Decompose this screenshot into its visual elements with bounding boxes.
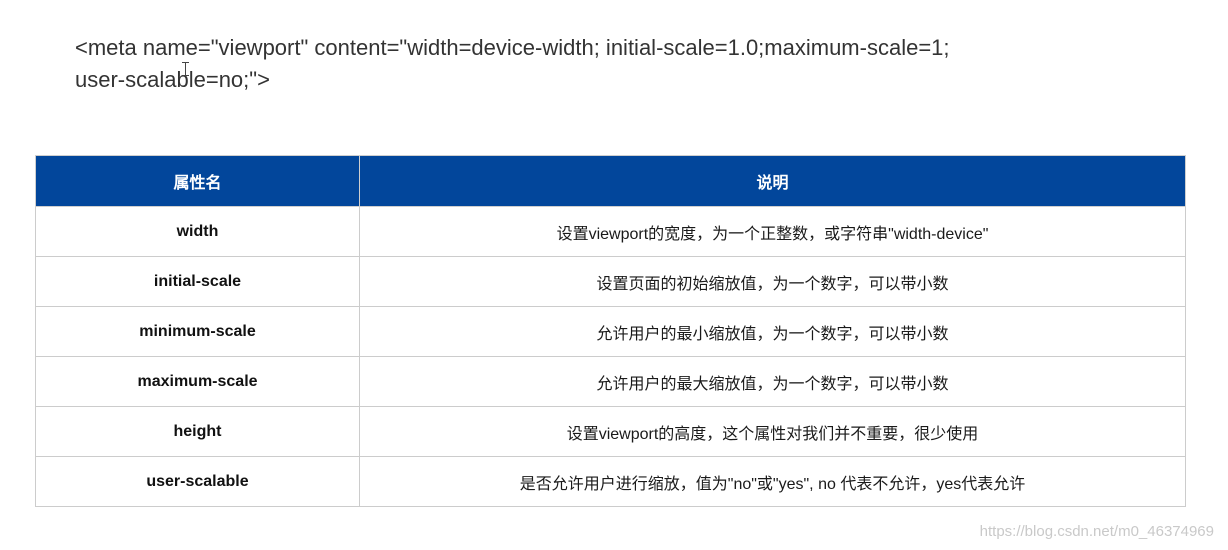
property-desc-cell: 设置页面的初始缩放值，为一个数字，可以带小数	[359, 256, 1186, 307]
table-row: initial-scale 设置页面的初始缩放值，为一个数字，可以带小数	[35, 256, 1186, 307]
viewport-properties-table: 属性名 说明 width 设置viewport的宽度，为一个正整数，或字符串"w…	[35, 155, 1186, 507]
property-name-cell: maximum-scale	[35, 356, 360, 407]
table-row: minimum-scale 允许用户的最小缩放值，为一个数字，可以带小数	[35, 306, 1186, 357]
property-desc-cell: 允许用户的最大缩放值，为一个数字，可以带小数	[359, 356, 1186, 407]
meta-viewport-code: <meta name="viewport" content="width=dev…	[75, 32, 1155, 96]
property-name-cell: initial-scale	[35, 256, 360, 307]
code-line-2: user-scalable=no;">	[75, 67, 270, 92]
code-line-1: <meta name="viewport" content="width=dev…	[75, 35, 950, 60]
property-name-cell: width	[35, 206, 360, 257]
watermark: https://blog.csdn.net/m0_46374969	[979, 523, 1214, 540]
header-property-name: 属性名	[35, 155, 360, 207]
text-cursor-icon	[182, 62, 194, 76]
property-desc-cell: 允许用户的最小缩放值，为一个数字，可以带小数	[359, 306, 1186, 357]
property-desc-cell: 设置viewport的高度，这个属性对我们并不重要，很少使用	[359, 406, 1186, 457]
property-name-cell: minimum-scale	[35, 306, 360, 357]
table-row: width 设置viewport的宽度，为一个正整数，或字符串"width-de…	[35, 206, 1186, 257]
table-row: height 设置viewport的高度，这个属性对我们并不重要，很少使用	[35, 406, 1186, 457]
table-row: maximum-scale 允许用户的最大缩放值，为一个数字，可以带小数	[35, 356, 1186, 407]
table-row: user-scalable 是否允许用户进行缩放，值为"no"或"yes", n…	[35, 456, 1186, 507]
property-desc-cell: 是否允许用户进行缩放，值为"no"或"yes", no 代表不允许，yes代表允…	[359, 456, 1186, 507]
header-description: 说明	[359, 155, 1186, 207]
property-desc-cell: 设置viewport的宽度，为一个正整数，或字符串"width-device"	[359, 206, 1186, 257]
property-name-cell: user-scalable	[35, 456, 360, 507]
table-header-row: 属性名 说明	[35, 155, 1186, 207]
property-name-cell: height	[35, 406, 360, 457]
